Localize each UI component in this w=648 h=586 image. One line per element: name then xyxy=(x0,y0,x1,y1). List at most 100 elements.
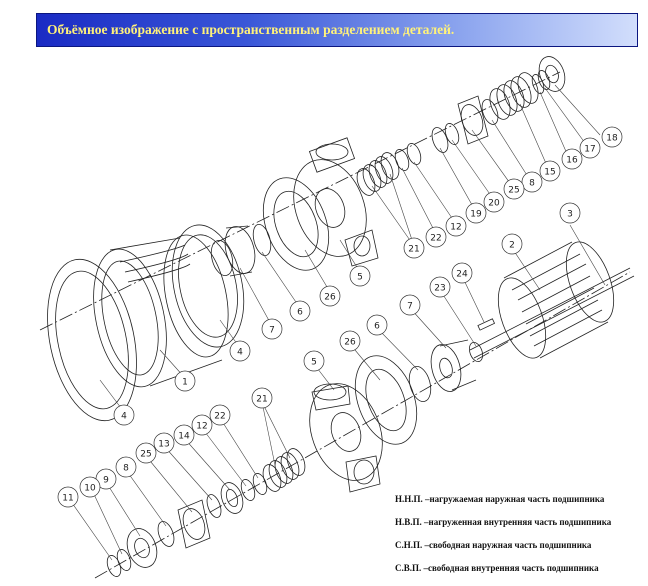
end-flange-18 xyxy=(538,56,566,92)
callout-2: 2 xyxy=(501,233,523,255)
rotor-2 xyxy=(497,241,615,359)
pump-casing-5-upper xyxy=(293,137,379,267)
callout-12-lower: 12 xyxy=(191,414,213,436)
ring-17 xyxy=(537,70,551,90)
shaft-3 xyxy=(469,267,635,359)
svg-text:6: 6 xyxy=(297,308,303,318)
diagram-title: Объёмное изображение с пространственным … xyxy=(47,22,455,37)
callout-18: 18 xyxy=(601,126,623,148)
gasket-26-upper xyxy=(262,177,330,271)
callout-13: 13 xyxy=(153,432,175,454)
leader-lines xyxy=(69,84,606,561)
svg-text:7: 7 xyxy=(407,302,413,312)
callout-3: 3 xyxy=(559,202,581,224)
sleeve-7-upper xyxy=(210,225,256,277)
svg-text:26: 26 xyxy=(324,293,336,303)
callout-11: 11 xyxy=(57,486,79,508)
callout-22-lower: 22 xyxy=(209,404,231,426)
callout-24: 24 xyxy=(451,262,473,284)
callout-4-lower: 4 xyxy=(113,404,135,426)
bellows-21-upper xyxy=(356,152,400,196)
bellows-21-lower xyxy=(262,448,306,492)
svg-text:4: 4 xyxy=(121,412,127,422)
key-24 xyxy=(477,318,496,331)
ring-12-upper xyxy=(406,143,422,165)
callout-1: 1 xyxy=(174,370,196,392)
callout-16: 16 xyxy=(561,148,583,170)
svg-text:19: 19 xyxy=(470,210,482,220)
callout-4-upper: 4 xyxy=(229,340,251,362)
seal-ring-6-lower xyxy=(408,366,432,402)
legend-item-svp: С.В.П. –свободная внутренняя часть подши… xyxy=(395,563,599,573)
callout-26-upper: 26 xyxy=(319,285,341,307)
pump-casing-5-lower xyxy=(309,383,383,493)
callout-6-upper: 6 xyxy=(289,300,311,322)
svg-text:6: 6 xyxy=(374,322,380,332)
callout-10: 10 xyxy=(79,476,101,498)
svg-text:3: 3 xyxy=(567,210,573,220)
svg-text:8: 8 xyxy=(529,179,535,189)
callout-23: 23 xyxy=(429,276,451,298)
end-flange-9 xyxy=(126,528,158,568)
svg-text:12: 12 xyxy=(450,223,461,233)
callout-5-lower: 5 xyxy=(303,350,325,372)
svg-text:5: 5 xyxy=(357,273,363,283)
svg-text:1: 1 xyxy=(182,378,188,388)
ring-11 xyxy=(106,555,122,577)
ring-12-lower xyxy=(240,479,256,501)
legend-item-nvp: Н.В.П. –нагруженная внутренняя часть под… xyxy=(395,517,612,527)
svg-text:9: 9 xyxy=(103,476,109,486)
svg-text:21: 21 xyxy=(408,245,419,255)
svg-text:5: 5 xyxy=(311,358,317,368)
callout-21-upper: 21 xyxy=(403,237,425,259)
svg-text:22: 22 xyxy=(214,412,225,422)
callout-15: 15 xyxy=(539,160,561,182)
svg-text:26: 26 xyxy=(344,338,356,348)
bearing-legend: Н.Н.П. –нагружаемая наружная часть подши… xyxy=(395,494,611,586)
svg-text:24: 24 xyxy=(456,270,468,280)
callout-6-lower: 6 xyxy=(366,314,388,336)
callout-labels: 3 2 18 17 16 15 8 25 20 19 12 22 21 5 26… xyxy=(57,126,623,508)
flange-ring-4 xyxy=(47,258,137,422)
gasket-26-lower xyxy=(354,355,418,445)
legend-item-nnp: Н.Н.П. –нагружаемая наружная часть подши… xyxy=(395,494,605,504)
callout-7-lower: 7 xyxy=(399,294,421,316)
title-bar: Объёмное изображение с пространственным … xyxy=(36,13,638,47)
ring-22-upper xyxy=(394,149,410,171)
callout-21-lower: 21 xyxy=(251,387,273,409)
callout-14: 14 xyxy=(173,424,195,446)
ring-13 xyxy=(206,494,222,518)
svg-text:21: 21 xyxy=(256,395,267,405)
svg-text:25: 25 xyxy=(508,186,519,196)
svg-text:25: 25 xyxy=(140,450,151,460)
svg-text:11: 11 xyxy=(62,494,73,504)
svg-text:18: 18 xyxy=(606,134,618,144)
ring-22-lower xyxy=(252,473,268,495)
svg-text:15: 15 xyxy=(544,168,555,178)
flange-ring-4-upper xyxy=(171,224,245,348)
ring-8-lower xyxy=(157,521,175,547)
svg-text:17: 17 xyxy=(584,145,595,155)
svg-text:7: 7 xyxy=(269,326,275,336)
callout-7-upper: 7 xyxy=(261,318,283,340)
callout-12-upper: 12 xyxy=(445,215,467,237)
sleeve-23 xyxy=(469,341,483,363)
lower-axis-line xyxy=(94,271,631,579)
svg-text:16: 16 xyxy=(566,156,578,166)
callout-8-lower: 8 xyxy=(115,456,137,478)
ring-20 xyxy=(444,123,460,145)
sleeve-7-lower xyxy=(430,339,477,392)
callout-17: 17 xyxy=(579,137,601,159)
svg-text:8: 8 xyxy=(123,464,129,474)
seal-ring-6-upper xyxy=(252,224,272,256)
legend-item-snp: С.Н.П. –свободная наружная часть подшипн… xyxy=(395,540,592,550)
svg-text:4: 4 xyxy=(237,348,243,358)
svg-text:13: 13 xyxy=(158,440,169,450)
callout-5-upper: 5 xyxy=(349,265,371,287)
callout-20: 20 xyxy=(483,191,505,213)
svg-text:12: 12 xyxy=(196,422,207,432)
callout-8-upper: 8 xyxy=(521,171,543,193)
bellows-15 xyxy=(489,72,539,120)
callout-26-lower: 26 xyxy=(339,330,361,352)
